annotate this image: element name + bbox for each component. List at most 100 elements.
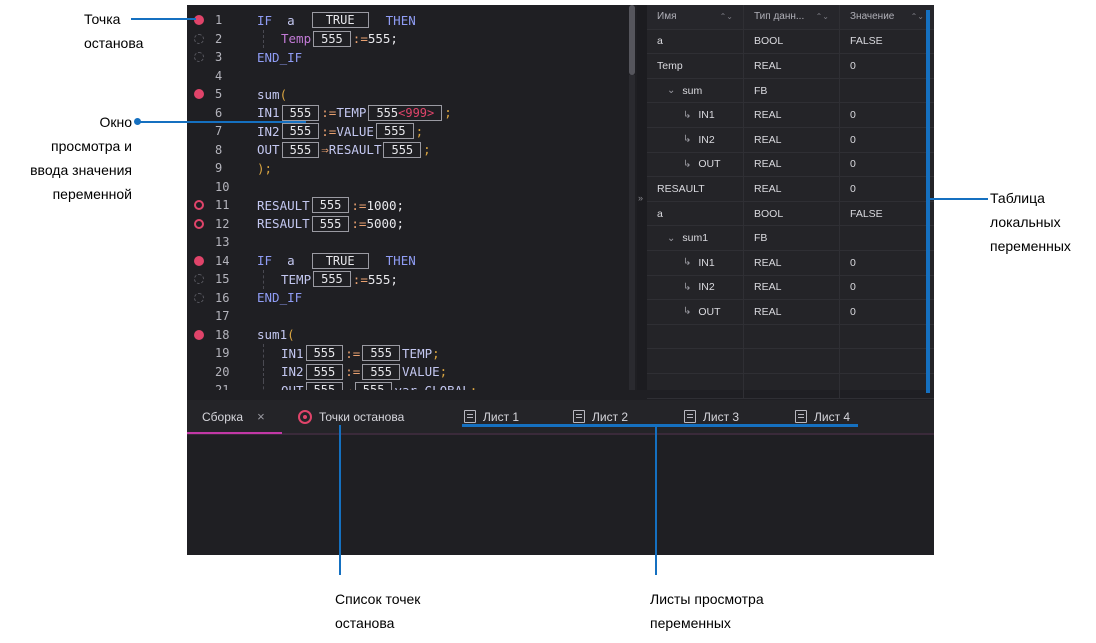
- code-token: Temp: [281, 31, 312, 46]
- chevron-down-icon[interactable]: ⌄: [667, 85, 676, 97]
- line-number: 18: [215, 327, 230, 342]
- breakpoint-placeholder-icon[interactable]: [194, 274, 204, 284]
- value-watch-box[interactable]: TRUE: [311, 252, 369, 269]
- breakpoint-icon[interactable]: [194, 89, 204, 99]
- value-watch-box[interactable]: 555: [311, 215, 350, 232]
- breakpoint-icon[interactable]: [194, 200, 204, 210]
- cell-value[interactable]: FALSE: [839, 29, 934, 54]
- cell-value[interactable]: [839, 78, 934, 103]
- code-line[interactable]: );: [257, 159, 272, 177]
- tab-sheet-4[interactable]: Лист 4: [795, 400, 850, 433]
- code-line[interactable]: sum1(: [257, 326, 295, 344]
- code-line[interactable]: END_IF: [257, 289, 302, 307]
- value-watch-box[interactable]: 555: [362, 345, 401, 361]
- value-watch-box[interactable]: 555: [354, 382, 393, 390]
- value-watch-box[interactable]: 555: [281, 104, 320, 121]
- cell-value[interactable]: 0: [839, 275, 934, 300]
- breakpoint-placeholder-icon[interactable]: [194, 52, 204, 62]
- col-header-name[interactable]: Имя⌃⌄: [657, 11, 733, 23]
- breakpoint-icon[interactable]: [194, 15, 204, 25]
- tab-build[interactable]: Сборка ×: [202, 400, 265, 433]
- table-row[interactable]: [647, 324, 934, 350]
- value-watch-box[interactable]: 555: [313, 271, 351, 287]
- code-line[interactable]: sum(: [257, 85, 287, 103]
- value-watch-box[interactable]: 555: [313, 30, 351, 47]
- cell-value[interactable]: 0: [839, 177, 934, 201]
- code-line[interactable]: IF a TRUE THEN: [257, 252, 416, 270]
- tab-sheet-2[interactable]: Лист 2: [573, 400, 628, 433]
- value-watch-box[interactable]: 555: [383, 141, 422, 158]
- tab-sheet-3[interactable]: Лист 3: [684, 400, 739, 433]
- cell-value[interactable]: [839, 324, 934, 349]
- value-watch-box[interactable]: 555: [311, 197, 350, 213]
- breakpoint-icon[interactable]: [194, 329, 204, 340]
- sort-icon[interactable]: ⌃⌄: [910, 12, 924, 22]
- value-watch-box[interactable]: 555<999>: [368, 104, 443, 121]
- cell-value[interactable]: 0: [839, 128, 934, 152]
- cell-value[interactable]: 0: [839, 103, 934, 127]
- value-watch-box[interactable]: 555: [305, 382, 344, 390]
- table-row[interactable]: [647, 349, 934, 374]
- sort-icon[interactable]: ⌃⌄: [719, 12, 733, 22]
- cell-value[interactable]: [839, 349, 934, 373]
- child-arrow-icon: ↳: [683, 257, 692, 269]
- close-icon[interactable]: ×: [257, 409, 265, 424]
- chevron-down-icon[interactable]: ⌄: [667, 232, 676, 244]
- cell-value[interactable]: [839, 374, 934, 398]
- cell-value[interactable]: 0: [839, 251, 934, 275]
- cell-value[interactable]: 0: [839, 54, 934, 78]
- value-watch-box[interactable]: 555: [281, 123, 320, 139]
- tab-breakpoints[interactable]: Точки останова: [298, 400, 404, 433]
- editor-scrollbar-thumb[interactable]: [629, 5, 635, 75]
- value-watch-box[interactable]: 555: [305, 345, 344, 361]
- value-watch-box[interactable]: 555: [305, 363, 344, 380]
- code-line[interactable]: IF a TRUE THEN: [257, 11, 416, 29]
- value-watch-box[interactable]: TRUE: [311, 12, 369, 28]
- value-watch-box[interactable]: 555: [362, 363, 401, 380]
- breakpoint-icon[interactable]: [194, 255, 204, 266]
- cell-value[interactable]: 0: [839, 152, 934, 177]
- cell-value[interactable]: [839, 226, 934, 250]
- panel-splitter[interactable]: [637, 5, 647, 390]
- value-watch-box[interactable]: 555: [375, 123, 414, 139]
- breakpoint-placeholder-icon[interactable]: [194, 33, 204, 44]
- cell-value[interactable]: FALSE: [839, 201, 934, 226]
- editor-scrollbar-track[interactable]: [629, 75, 635, 390]
- tab-sheet-1[interactable]: Лист 1: [464, 400, 519, 433]
- sort-icon[interactable]: ⌃⌄: [815, 12, 829, 22]
- col-header-value[interactable]: Значение⌃⌄: [839, 5, 934, 29]
- breakpoint-icon[interactable]: [194, 218, 204, 229]
- value-watch-box[interactable]: 555: [281, 141, 320, 158]
- splitter-handle-icon[interactable]: »: [638, 193, 644, 203]
- table-row[interactable]: [647, 374, 934, 399]
- forced-value: <999>: [398, 105, 435, 120]
- col-header-type[interactable]: Тип данн...⌃⌄: [743, 5, 839, 29]
- cell-value[interactable]: 0: [839, 300, 934, 324]
- code-line[interactable]: END_IF: [257, 48, 302, 66]
- breakpoint-placeholder-icon[interactable]: [194, 292, 204, 303]
